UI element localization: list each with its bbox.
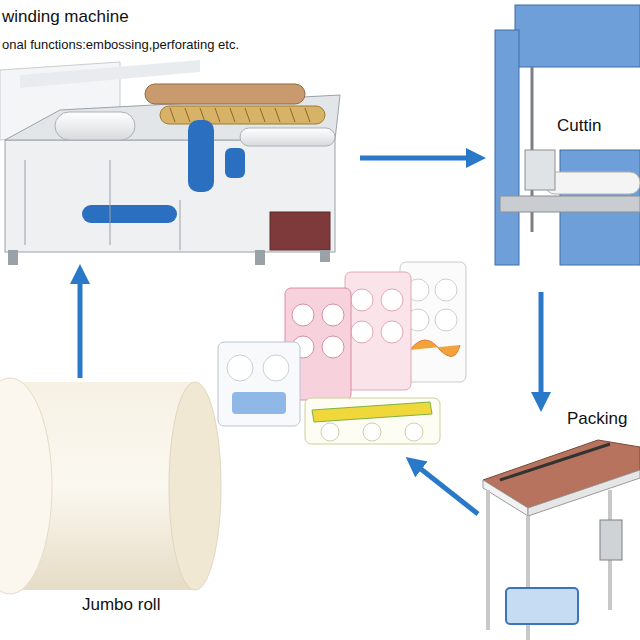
machine-node: Cuttin bbox=[478, 0, 640, 292]
machine-leg bbox=[8, 250, 18, 265]
roll bbox=[381, 289, 403, 311]
storage-box bbox=[506, 588, 578, 624]
stage-label: Cuttin bbox=[557, 117, 601, 136]
stage-label: Packing bbox=[567, 410, 627, 429]
machine-leg bbox=[320, 250, 330, 262]
roll bbox=[263, 355, 289, 381]
paper-roller bbox=[55, 112, 135, 140]
pack-print bbox=[312, 402, 432, 422]
roll bbox=[405, 423, 423, 441]
flow-arrow bbox=[360, 156, 478, 161]
roll bbox=[363, 423, 381, 441]
table-leg bbox=[486, 490, 490, 630]
pack-print bbox=[232, 392, 286, 414]
frame-line bbox=[25, 160, 26, 245]
flow-arrow bbox=[412, 462, 478, 514]
embossing-roller bbox=[145, 84, 305, 104]
roller-spiral bbox=[170, 108, 310, 122]
pack-print bbox=[410, 340, 460, 356]
flow-arrow bbox=[78, 272, 83, 378]
frame-line bbox=[110, 160, 111, 245]
stage-label: winding machine bbox=[2, 8, 129, 27]
roll bbox=[435, 309, 457, 331]
saw-column bbox=[495, 30, 519, 265]
toilet-roll-packs bbox=[218, 262, 466, 444]
flow-arrow bbox=[539, 292, 544, 404]
roll bbox=[292, 304, 314, 326]
machine-leg bbox=[255, 250, 265, 265]
control-cabinet bbox=[270, 212, 330, 250]
roll bbox=[321, 423, 339, 441]
machine-node: Packing bbox=[480, 404, 640, 640]
cutting-table bbox=[500, 196, 640, 212]
roll bbox=[435, 279, 457, 301]
machine-frame bbox=[5, 140, 335, 252]
roll-face bbox=[0, 378, 52, 594]
table-edge bbox=[528, 470, 640, 516]
roll bbox=[381, 321, 403, 343]
stage-label: Jumbo roll bbox=[82, 596, 160, 615]
blue-handle bbox=[82, 205, 177, 223]
roll-end bbox=[169, 382, 221, 590]
machine-node: winding machine onal functions:embossing,… bbox=[0, 0, 360, 272]
roll bbox=[351, 289, 373, 311]
pedal-unit bbox=[600, 520, 622, 560]
cutting-machine bbox=[495, 5, 640, 265]
roll bbox=[322, 336, 344, 358]
roll-pack bbox=[305, 398, 440, 444]
clamp bbox=[525, 150, 555, 190]
paper-log bbox=[545, 172, 640, 194]
saw-housing bbox=[515, 5, 640, 67]
material-node: Jumbo roll bbox=[0, 378, 232, 640]
blue-guard bbox=[225, 148, 245, 178]
roll-pack bbox=[345, 272, 411, 390]
roll-pack bbox=[218, 342, 300, 426]
frame-line bbox=[180, 200, 181, 250]
paper-roller bbox=[240, 128, 335, 146]
sealing-bar bbox=[500, 444, 610, 480]
roll bbox=[322, 304, 344, 326]
perforating-roller bbox=[160, 106, 325, 124]
roll bbox=[351, 321, 373, 343]
packing-machine bbox=[483, 440, 640, 640]
rewinding-machine bbox=[0, 60, 340, 265]
jumbo-roll bbox=[0, 378, 221, 594]
roll bbox=[227, 355, 253, 381]
stage-note: onal functions:embossing,perforating etc… bbox=[2, 38, 239, 52]
blue-guard bbox=[188, 120, 214, 192]
